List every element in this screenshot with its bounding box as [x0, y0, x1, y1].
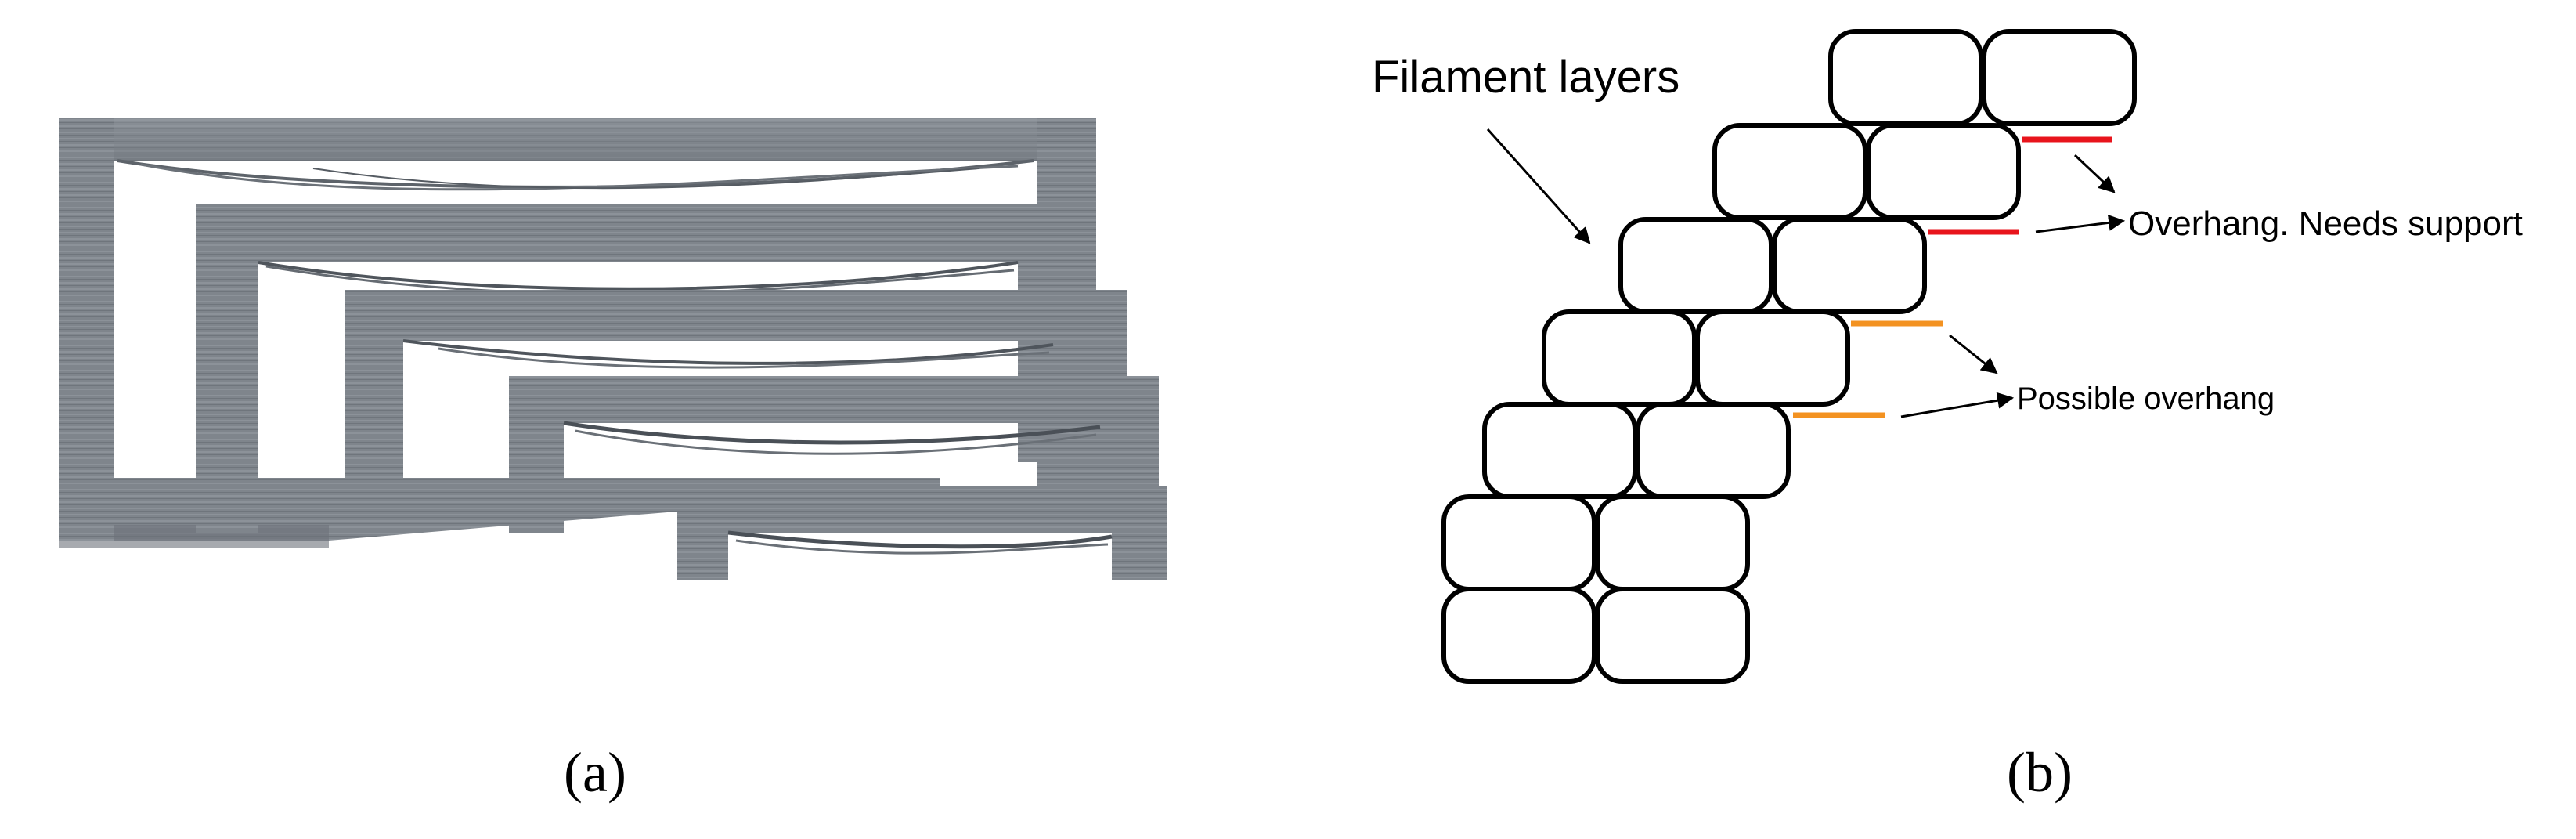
arrow-overhang-2	[2035, 214, 2126, 233]
arrow-possible-2	[1900, 392, 2015, 418]
bridge-5	[677, 486, 1167, 580]
filament-cell	[1772, 217, 1927, 314]
overhang-markers	[1793, 136, 2112, 418]
filament-cell	[1695, 309, 1850, 407]
filament-cell	[1636, 402, 1791, 499]
bridge-print-photo	[59, 118, 1167, 580]
filament-cell	[1828, 29, 1983, 126]
filament-cell	[1542, 309, 1697, 407]
arrow-overhang-1	[2073, 154, 2116, 193]
filament-layer-diagram	[1441, 29, 2137, 684]
annotation-arrows	[1486, 128, 2126, 418]
filament-cell	[1982, 29, 2137, 126]
filament-cell	[1618, 217, 1773, 314]
filament-cell	[1712, 123, 1867, 220]
filament-cell	[1595, 494, 1750, 591]
arrow-possible-1	[1949, 334, 1998, 374]
photo-base-shadow	[59, 525, 329, 548]
filament-cell	[1441, 587, 1596, 684]
caption-b: (b)	[2007, 741, 2073, 804]
arrow-filament-layers	[1486, 128, 1591, 244]
caption-a: (a)	[564, 741, 626, 804]
filament-cell	[1482, 402, 1637, 499]
filament-cell	[1866, 123, 2021, 220]
label-filament-layers: Filament layers	[1372, 52, 1679, 103]
label-possible-overhang: Possible overhang	[2017, 382, 2275, 416]
filament-cell	[1441, 494, 1596, 591]
label-overhang-needs-support: Overhang. Needs support	[2128, 204, 2523, 243]
filament-cell	[1595, 587, 1750, 684]
